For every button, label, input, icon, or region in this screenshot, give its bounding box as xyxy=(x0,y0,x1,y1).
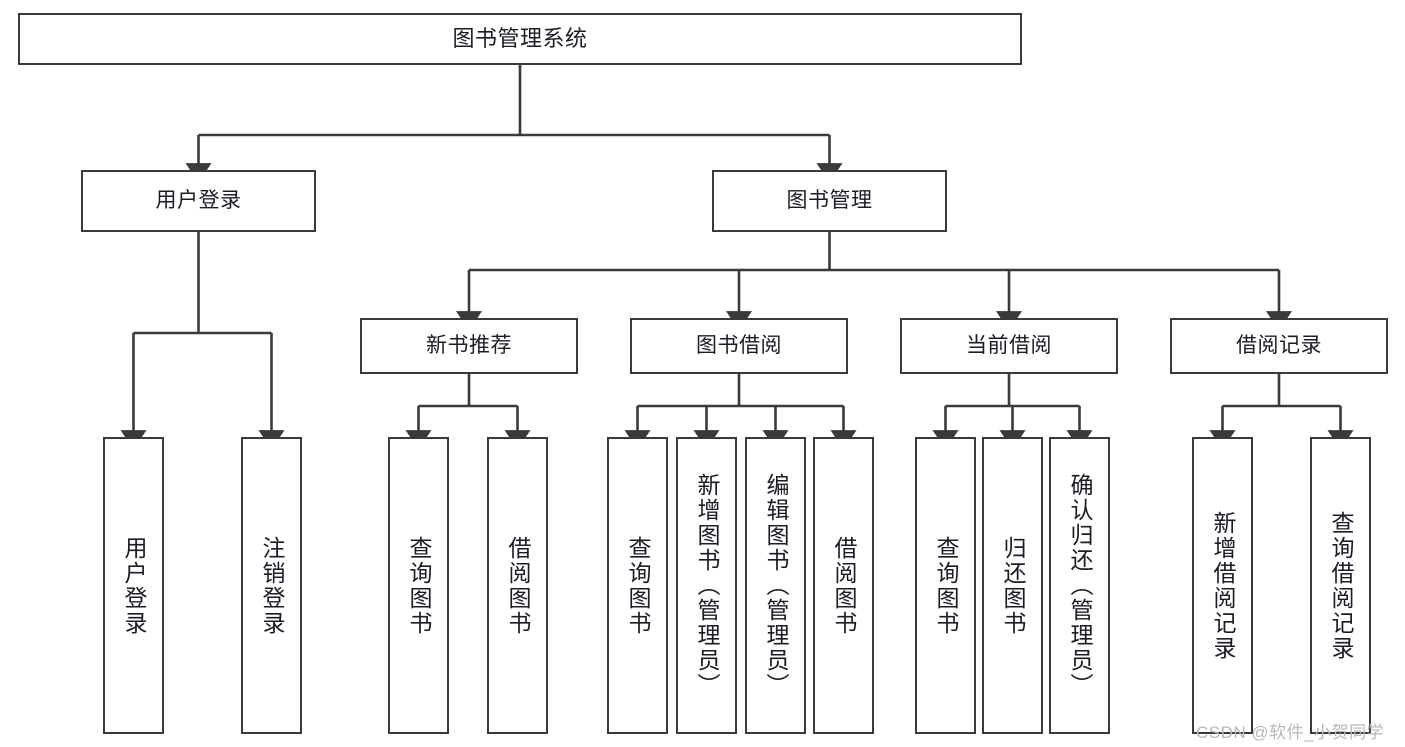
node-label: 归还图书 xyxy=(1000,535,1026,636)
node-leaf-rec-add[interactable]: 新增借阅记录 xyxy=(1192,437,1253,734)
node-label: 当前借阅 xyxy=(966,334,1052,358)
node-label: 注销登录 xyxy=(259,535,285,636)
node-leaf-cur-return[interactable]: 归还图书 xyxy=(982,437,1043,734)
node-label: 查询图书 xyxy=(406,535,432,636)
node-level3-current[interactable]: 当前借阅 xyxy=(900,318,1118,374)
node-label: 查询图书 xyxy=(933,535,959,636)
node-label: 新增图书（管理员） xyxy=(694,473,720,698)
node-label: 借阅图书 xyxy=(831,535,857,636)
node-leaf-rec-query[interactable]: 查询借阅记录 xyxy=(1310,437,1371,734)
node-label: 编辑图书（管理员） xyxy=(763,473,789,698)
node-leaf-borrow-lend[interactable]: 借阅图书 xyxy=(813,437,874,734)
node-leaf-cur-confirm[interactable]: 确认归还（管理员） xyxy=(1049,437,1110,734)
node-leaf-borrow-query[interactable]: 查询图书 xyxy=(607,437,668,734)
node-root[interactable]: 图书管理系统 xyxy=(18,13,1022,65)
node-leaf-cur-query[interactable]: 查询图书 xyxy=(915,437,976,734)
node-leaf-new-borrow[interactable]: 借阅图书 xyxy=(487,437,548,734)
edge-group xyxy=(120,65,1354,450)
node-leaf-user-login[interactable]: 用户登录 xyxy=(103,437,164,734)
node-level2-user[interactable]: 用户登录 xyxy=(81,170,316,232)
node-level2-book[interactable]: 图书管理 xyxy=(712,170,947,232)
node-label: 图书借阅 xyxy=(696,334,782,358)
node-label: 查询图书 xyxy=(625,535,651,636)
node-label: 查询借阅记录 xyxy=(1328,510,1354,661)
node-leaf-borrow-add[interactable]: 新增图书（管理员） xyxy=(676,437,737,734)
node-leaf-borrow-edit[interactable]: 编辑图书（管理员） xyxy=(745,437,806,734)
node-label: 图书管理系统 xyxy=(452,25,588,51)
node-label: 用户登录 xyxy=(155,189,242,213)
node-label: 借阅记录 xyxy=(1236,334,1322,358)
node-label: 用户登录 xyxy=(121,535,147,636)
node-level3-newbook[interactable]: 新书推荐 xyxy=(360,318,578,374)
node-level3-borrow[interactable]: 图书借阅 xyxy=(630,318,848,374)
node-label: 借阅图书 xyxy=(505,535,531,636)
node-label: 新书推荐 xyxy=(426,334,512,358)
node-leaf-user-logout[interactable]: 注销登录 xyxy=(241,437,302,734)
node-label: 新增借阅记录 xyxy=(1210,510,1236,661)
node-label: 确认归还（管理员） xyxy=(1067,473,1093,698)
node-leaf-new-query[interactable]: 查询图书 xyxy=(388,437,449,734)
node-level3-record[interactable]: 借阅记录 xyxy=(1170,318,1388,374)
node-label: 图书管理 xyxy=(786,189,873,213)
